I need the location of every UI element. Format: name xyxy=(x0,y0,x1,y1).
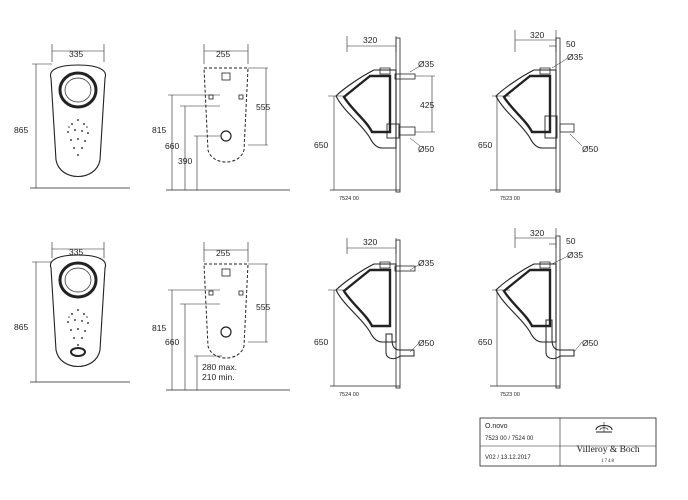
back1-inner-height-label: 555 xyxy=(256,102,270,112)
version-date: V02 / 13.12.2017 xyxy=(485,455,531,461)
side1-bottom-diameter-label: Ø50 xyxy=(418,144,434,154)
side2-depth-label: 320 xyxy=(530,30,544,40)
back2-inner-height-label: 555 xyxy=(256,302,270,312)
side1-depth-label: 320 xyxy=(363,35,377,45)
side-view-2: 320 50 Ø35 Ø50 650 7523 00 xyxy=(478,30,598,202)
back2-range-min-label: 210 min. xyxy=(202,372,235,382)
side1-h650-label: 650 xyxy=(314,140,328,150)
side4-offset-label: 50 xyxy=(566,236,576,246)
article-numbers: 7523 00 / 7524 00 xyxy=(485,436,534,442)
front-view-1: 335 865 xyxy=(14,44,130,189)
product-name: O.novo xyxy=(485,423,508,430)
side-view-1: 320 Ø35 425 Ø50 650 7524 00 xyxy=(314,35,435,202)
side4-h650-label: 650 xyxy=(478,337,492,347)
side2-code-label: 7523 00 xyxy=(500,196,520,202)
side4-bottom-diameter-label: Ø50 xyxy=(582,338,598,348)
back-view-1: 255 555 815 660 390 xyxy=(152,44,290,191)
back-view-2: 255 555 815 660 280 max. 210 min. xyxy=(152,242,290,391)
side2-h650-label: 650 xyxy=(478,140,492,150)
side3-h650-label: 650 xyxy=(314,337,328,347)
back2-width-label: 255 xyxy=(216,248,230,258)
side1-h425-label: 425 xyxy=(420,100,434,110)
back2-h660-label: 660 xyxy=(165,337,179,347)
brand-name: Villeroy & Boch xyxy=(576,445,640,455)
side3-depth-label: 320 xyxy=(363,237,377,247)
back1-h660-label: 660 xyxy=(165,141,179,151)
front1-width-label: 335 xyxy=(69,49,83,59)
side2-offset-label: 50 xyxy=(566,39,576,49)
front2-height-label: 865 xyxy=(14,322,28,332)
side4-top-diameter-label: Ø35 xyxy=(567,250,583,260)
side2-top-diameter-label: Ø35 xyxy=(567,52,583,62)
back1-total-height-label: 815 xyxy=(152,125,166,135)
back1-width-label: 255 xyxy=(216,49,230,59)
side1-top-diameter-label: Ø35 xyxy=(418,59,434,69)
title-block: O.novo 7523 00 / 7524 00 V02 / 13.12.201… xyxy=(479,417,657,467)
side2-bottom-diameter-label: Ø50 xyxy=(582,144,598,154)
side-view-4: 320 50 Ø35 Ø50 650 7523 00 xyxy=(478,228,598,398)
side4-depth-label: 320 xyxy=(530,228,544,238)
front-view-2: 335 865 xyxy=(14,242,130,383)
front1-height-label: 865 xyxy=(14,125,28,135)
front2-width-label: 335 xyxy=(69,247,83,257)
back1-h390-label: 390 xyxy=(178,156,192,166)
side-view-3: 320 Ø35 Ø50 650 7524 00 xyxy=(314,237,434,398)
side4-code-label: 7523 00 xyxy=(500,392,520,398)
back2-total-height-label: 815 xyxy=(152,323,166,333)
brand-logo-icon xyxy=(595,422,613,433)
back2-range-max-label: 280 max. xyxy=(202,362,237,372)
side3-bottom-diameter-label: Ø50 xyxy=(418,338,434,348)
side1-code-label: 7524 00 xyxy=(339,196,359,202)
side3-top-diameter-label: Ø35 xyxy=(418,258,434,268)
brand-year: 1748 xyxy=(601,459,615,464)
side3-code-label: 7524 00 xyxy=(339,392,359,398)
